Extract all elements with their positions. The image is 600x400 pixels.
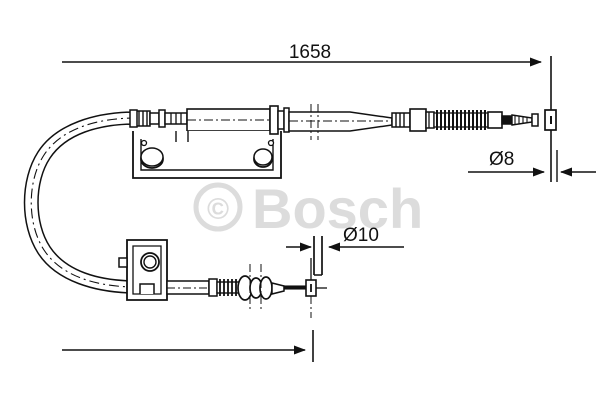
watermark-copyright-glyph: © xyxy=(207,193,229,226)
dimension-label-diameter-8: Ø8 xyxy=(489,149,514,170)
lower-cable-rod xyxy=(166,278,218,297)
dimension-diameter-8: Ø8 xyxy=(468,130,596,182)
lower-cable-assembly xyxy=(118,239,327,318)
dimension-label-diameter-10: Ø10 xyxy=(343,225,379,246)
mounting-bracket-lower xyxy=(118,239,168,301)
cable-loop-bend xyxy=(23,111,138,294)
watermark-brand-text: Bosch xyxy=(252,177,423,240)
upper-ribbed-coupler xyxy=(391,108,435,132)
dimension-lower-length xyxy=(62,330,314,362)
dimension-diameter-10: Ø10 xyxy=(286,225,404,276)
dimension-label-1658: 1658 xyxy=(289,42,331,63)
coil-spring-section xyxy=(433,110,489,130)
upper-connector-block xyxy=(269,105,290,135)
upper-tapered-rod xyxy=(288,104,393,140)
upper-cable-sheath xyxy=(135,110,151,127)
mounting-bracket-upper xyxy=(132,131,282,179)
end-fitting-lower xyxy=(283,258,327,318)
lower-bellows-coupler xyxy=(216,264,285,312)
upper-cable-assembly xyxy=(23,104,557,294)
upper-cable-collar-a xyxy=(149,109,188,128)
end-fitting-upper xyxy=(487,109,557,131)
bosch-watermark: © Bosch xyxy=(193,177,423,240)
